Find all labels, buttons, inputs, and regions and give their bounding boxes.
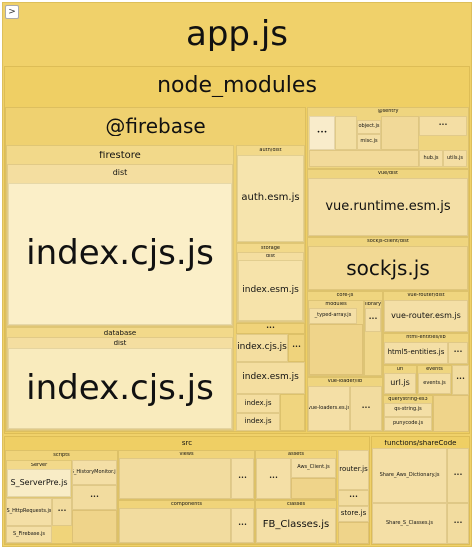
- sentry-package[interactable]: [381, 116, 419, 150]
- node-modules-label: node_modules: [157, 75, 317, 97]
- assets-small-files[interactable]: [291, 478, 336, 499]
- assets-label: assets: [288, 452, 304, 457]
- scripts-small-files[interactable]: [72, 510, 117, 543]
- views-package[interactable]: •••: [231, 458, 254, 499]
- library-label: library: [365, 302, 381, 307]
- fb-classes-file[interactable]: FB_Classes.js: [256, 508, 336, 543]
- vue-router-label: vue-router/dist: [407, 293, 445, 298]
- url-file[interactable]: url.js: [384, 373, 416, 394]
- sentry-package[interactable]: •••: [309, 116, 335, 150]
- sidebar-toggle-button[interactable]: >: [5, 5, 19, 19]
- qs-string-file[interactable]: qs-string.js: [384, 403, 432, 417]
- server-label: Server: [30, 463, 48, 468]
- url-label: url: [396, 367, 404, 372]
- functions-package[interactable]: •••: [447, 503, 469, 544]
- assets-package[interactable]: •••: [256, 458, 291, 499]
- firestore-index-file[interactable]: index.cjs.js: [8, 183, 232, 325]
- components-label: components: [171, 502, 202, 507]
- src-small-files[interactable]: [338, 522, 369, 544]
- views-label: views: [179, 452, 194, 457]
- components-files[interactable]: [119, 508, 231, 543]
- auth-esm-file[interactable]: auth.esm.js: [237, 155, 304, 242]
- database-dist-label: dist: [113, 340, 127, 347]
- src-label: src: [181, 440, 193, 447]
- components-package[interactable]: •••: [231, 508, 254, 543]
- functions-share-label: functions/shareCode: [384, 440, 457, 447]
- database-index-file[interactable]: index.cjs.js: [8, 348, 232, 429]
- storage-index-file[interactable]: index.esm.js: [238, 260, 303, 321]
- html-entities-package[interactable]: •••: [448, 342, 468, 364]
- classes-label: classes: [286, 502, 306, 507]
- vue-dist-label: vue/dist: [377, 171, 399, 176]
- other-package[interactable]: •••: [452, 365, 469, 395]
- http-requests-file[interactable]: S_HttpRequests.js: [6, 498, 52, 526]
- server-pre-file[interactable]: S_ServerPre.js: [7, 469, 71, 497]
- index-cjs-file[interactable]: index.cjs.js: [236, 334, 288, 362]
- vue-loader-package[interactable]: •••: [350, 386, 382, 431]
- chevron-right-icon: >: [8, 7, 16, 17]
- vue-runtime-file[interactable]: vue.runtime.esm.js: [308, 178, 468, 236]
- querystring-label: querystring-es3: [388, 397, 428, 402]
- hub-js-file[interactable]: hub.js: [419, 150, 443, 167]
- vue-loaders-file[interactable]: vue-loaders.es.js: [308, 386, 350, 431]
- events-label: events: [426, 367, 443, 372]
- root-label: app.js: [186, 17, 288, 51]
- store-file[interactable]: store.js: [338, 506, 369, 522]
- firebase-small-package[interactable]: •••: [236, 323, 305, 334]
- sentry-package[interactable]: •••: [419, 116, 467, 136]
- index-js-file[interactable]: index.js: [236, 394, 280, 413]
- auth-dist-label: auth/dist: [259, 148, 282, 153]
- core-js-small-files[interactable]: [309, 324, 363, 375]
- utils-js-file[interactable]: utils.js: [443, 150, 467, 167]
- views-files[interactable]: [119, 458, 231, 499]
- sentry-label: @sentry: [377, 109, 399, 114]
- storage-dist-label: dist: [265, 254, 276, 259]
- object-js-file[interactable]: object.js: [357, 120, 381, 134]
- index-js-file[interactable]: index.js: [236, 413, 280, 431]
- node-modules-small-packages[interactable]: [433, 395, 469, 432]
- sockjs-file[interactable]: sockjs.js: [308, 246, 468, 290]
- html5-entities-file[interactable]: html5-entities.js: [384, 342, 448, 364]
- database-label: database: [103, 330, 137, 337]
- sentry-package[interactable]: [335, 116, 357, 150]
- history-monitor-file[interactable]: S_HistoryMonitor.js: [72, 460, 117, 485]
- firebase-small-files[interactable]: [280, 394, 305, 431]
- scripts-label: scripts: [53, 453, 70, 458]
- html-entities-label: html-entities/lib: [406, 335, 446, 340]
- router-file[interactable]: router.js: [338, 450, 369, 490]
- scripts-package[interactable]: •••: [72, 485, 117, 510]
- firestore-label: firestore: [99, 151, 141, 161]
- storage-label: storage: [261, 246, 280, 251]
- vue-loader-label: vue-loader/lib: [327, 379, 363, 384]
- events-file[interactable]: events.js: [418, 373, 451, 394]
- core-js-label: core-js: [336, 293, 354, 298]
- scripts-package[interactable]: •••: [52, 498, 72, 526]
- s-firebase-file[interactable]: S_Firebase.js: [6, 526, 52, 543]
- punycode-file[interactable]: punycode.js: [384, 417, 432, 431]
- misc-js-file[interactable]: misc.js: [357, 134, 381, 150]
- sockjs-dist-label: sockjs-client/dist: [367, 239, 409, 244]
- src-package[interactable]: •••: [338, 490, 369, 506]
- index-esm-file[interactable]: index.esm.js: [236, 362, 305, 394]
- functions-package[interactable]: •••: [447, 448, 469, 503]
- firestore-dist-label: dist: [112, 169, 128, 177]
- share-s-classes-file[interactable]: Share_S_Classes.js: [372, 503, 447, 544]
- typed-array-file[interactable]: _typed-array.js: [309, 308, 357, 324]
- core-js-package[interactable]: •••: [365, 308, 381, 332]
- sentry-package[interactable]: [309, 150, 419, 167]
- share-aws-dictionary-file[interactable]: Share_Aws_Dictionary.js: [372, 448, 447, 503]
- aws-client-file[interactable]: Aws_Client.js: [291, 458, 336, 478]
- modules-label: modules: [325, 302, 347, 307]
- firebase-small-package[interactable]: •••: [288, 334, 305, 362]
- vue-router-file[interactable]: vue-router.esm.js: [384, 300, 468, 332]
- firebase-label: @firebase: [105, 116, 206, 136]
